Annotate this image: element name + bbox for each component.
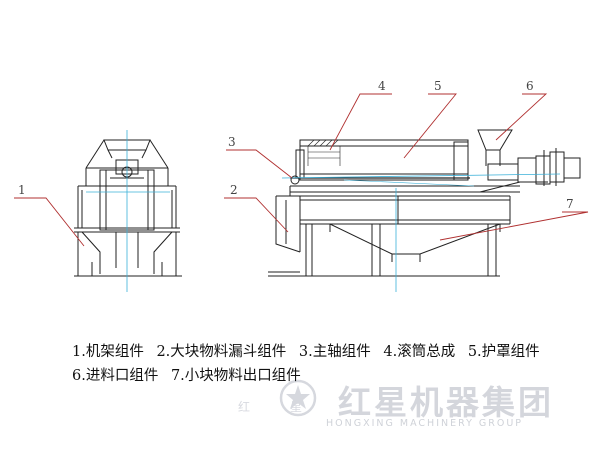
watermark-brand: 红星机器集团 (338, 383, 554, 422)
leader-1 (14, 197, 85, 247)
leader-7 (439, 211, 589, 241)
component-legend: 1.机架组件 2.大块物料漏斗组件 3.主轴组件 4.滚筒总成 5.护罩组件 6… (72, 340, 572, 388)
watermark: 红星 红星机器集团 HONGXING MACHINERY GROUP (238, 376, 588, 436)
legend-item-5: 5.护罩组件 (467, 344, 540, 360)
legend-item-7: 7.小块物料出口组件 (170, 368, 301, 384)
callout-number-1: 1 (18, 183, 26, 197)
legend-row-1: 1.机架组件 2.大块物料漏斗组件 3.主轴组件 4.滚筒总成 5.护罩组件 (72, 340, 572, 364)
end-view-drawing (74, 130, 182, 292)
callout-leaders (14, 93, 589, 247)
callout-number-4: 4 (378, 79, 386, 93)
legend-item-3: 3.主轴组件 (298, 344, 371, 360)
drum-guard-hatch (307, 139, 341, 166)
legend-item-6: 6.进料口组件 (72, 368, 159, 384)
watermark-subtitle: HONGXING MACHINERY GROUP (326, 418, 524, 429)
side-view-drawing (268, 129, 581, 292)
callout-number-2: 2 (230, 183, 238, 197)
legend-row-2: 6.进料口组件 7.小块物料出口组件 (72, 364, 572, 388)
leader-3 (226, 149, 293, 179)
callout-number-7: 7 (566, 197, 574, 211)
leader-6 (495, 93, 548, 141)
leader-4 (329, 93, 392, 151)
legend-item-2: 2.大块物料漏斗组件 (156, 344, 287, 360)
legend-item-1: 1.机架组件 (72, 344, 144, 360)
legend-item-4: 4.滚筒总成 (383, 344, 456, 360)
callout-number-3: 3 (228, 135, 236, 149)
leader-5 (403, 93, 457, 159)
callout-numbers: 1 2 3 4 5 6 7 (18, 79, 574, 211)
leader-2 (224, 197, 289, 233)
brand-logo-icon (279, 379, 317, 417)
callout-number-5: 5 (434, 79, 442, 93)
callout-number-6: 6 (526, 79, 534, 93)
